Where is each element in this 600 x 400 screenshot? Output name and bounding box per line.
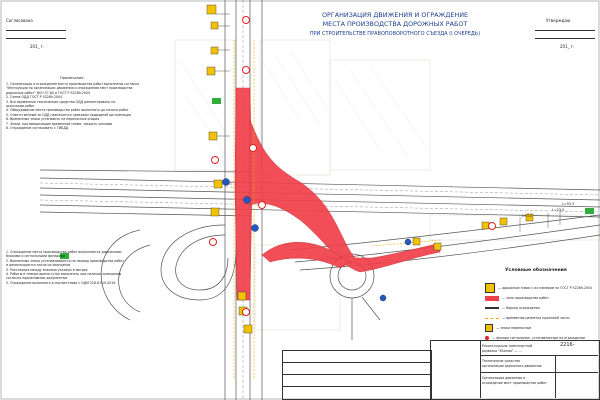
approval-underline-left-2: [6, 38, 66, 39]
title-block-divider-3: [480, 372, 598, 373]
terrain-texture: [179, 49, 429, 166]
work-zone-inner-curve: [261, 241, 353, 269]
legend-label: — барьер ограждения: [502, 306, 540, 310]
note-lower-line: блоками и сигнальными фонарями: [6, 254, 66, 259]
title-block-desc-4: организации дорожного движения: [482, 364, 542, 368]
approval-label-right: Утверждаю: [546, 18, 571, 23]
legend-block: — дорожные знаки с их номером по ГОСТ Р …: [485, 283, 597, 343]
legend-label: — знаки переносные: [496, 326, 532, 330]
legend-swatch: [485, 307, 499, 309]
note-line: 4. Оборудование места производства работ…: [6, 108, 129, 113]
note-line: "Инструкции по организации движения и ог…: [6, 86, 133, 91]
title-block-desc-6: ограждение мест производства работ: [482, 381, 547, 385]
distance-label-2: L=23,0: [552, 208, 565, 212]
legend-label: — фонари сигнальные, установленные на ог…: [492, 336, 585, 340]
legend-item: — фонари сигнальные, установленные на ог…: [485, 333, 597, 343]
approval-underline-left: [6, 30, 66, 31]
title-block-divider-1: [480, 340, 481, 398]
approval-underline-right-2: [535, 38, 595, 39]
revision-table-row-1: [282, 362, 430, 363]
legend-title: Условные обозначения: [505, 268, 567, 273]
legend-label: — зона производства работ: [502, 296, 549, 300]
drawing-title-line2: МЕСТА ПРОИЗВОДСТВА ДОРОЖНЫХ РАБОТ: [322, 20, 468, 28]
legend-swatch: [485, 317, 499, 319]
legend-item: — дорожные знаки с их номером по ГОСТ Р …: [485, 283, 597, 293]
legend-label: — временная разметка проезжей части: [502, 316, 570, 320]
title-block-desc-5: Организация движения и: [482, 376, 526, 380]
road-signs: [60, 4, 594, 334]
note-lower-line: 3. Расстояния между знаками указаны в ме…: [6, 267, 88, 272]
legend-item: — зона производства работ: [485, 293, 597, 303]
legend-swatch: [485, 295, 499, 301]
note-line: 3. Все временные технические средства ОД…: [6, 99, 116, 104]
drawing-title-line1: ОРГАНИЗАЦИЯ ДВИЖЕНИЯ И ОГРАЖДЕНИЕ: [321, 11, 469, 19]
legend-swatch: [485, 324, 493, 332]
road-sign-blue: [222, 178, 412, 302]
cloverleaf-loops: [100, 224, 237, 321]
notes-heading: Примечания: [60, 76, 84, 80]
distance-label-3: L=3,0: [522, 214, 533, 218]
title-block-desc-2: развязки "Южная" — ...: [482, 349, 522, 353]
road-sign-prohibitory: [209, 16, 496, 316]
note-line: окончании работ: [6, 104, 35, 109]
note-lower-line: и демонтируются после их окончания: [6, 263, 71, 268]
notes-lower-block: 1. Ограждение места производства работ в…: [6, 250, 176, 285]
note-line: 8. Ограждение согласовать с ГИБДД: [6, 126, 69, 131]
revision-table: [282, 350, 432, 400]
note-line: 5. Ответственный за ОДД назначается прик…: [6, 112, 131, 117]
legend-swatch: [485, 283, 495, 293]
temporary-markings: [233, 40, 441, 380]
title-block-divider-4: [555, 355, 556, 398]
note-line: 1. Организация и ограждение места произв…: [6, 82, 140, 86]
note-lower-line: согласно нормативным документам: [6, 276, 68, 281]
approval-label-left: Согласовано: [6, 18, 33, 23]
approval-year-right: 201_ г.: [560, 44, 575, 49]
legend-item: — барьер ограждения: [485, 303, 597, 313]
drawing-title-line3: ПРИ СТРОИТЕЛЬСТВЕ ПРАВОПОВОРОТНОГО СЪЕЗД…: [309, 31, 481, 37]
notes-block: 1. Организация и ограждение места произв…: [6, 82, 176, 130]
road-sign-green: [60, 98, 594, 259]
work-zone-vertical: [234, 87, 253, 301]
sign-posts: [215, 13, 232, 185]
title-block-divider-2: [480, 355, 598, 356]
legend-label: — дорожные знаки с их номером по ГОСТ Р …: [498, 286, 593, 290]
note-lower-line: 1. Ограждение места производства работ в…: [6, 250, 122, 254]
note-lower-line: 5. Ограждение выполнять в соответствии с…: [6, 280, 116, 285]
legend-item: — временная разметка проезжей части: [485, 313, 597, 323]
approval-year-left: 201_ г.: [30, 44, 45, 49]
legend-swatch: [485, 336, 489, 340]
legend-item: — знаки переносные: [485, 323, 597, 333]
approval-underline-right: [535, 30, 595, 31]
distance-label-1: L=53,3: [562, 202, 575, 206]
work-zone: [234, 87, 441, 301]
revision-table-row-2: [282, 374, 430, 375]
note-line: 2. Схема ОДД ГОСТ Р 52289-2004: [6, 95, 62, 100]
note-line: 7. Знаки, противоречащие временной схеме…: [6, 121, 113, 126]
dimension-lines: [519, 210, 561, 232]
note-line: дорожных работ" ВСН 37-84 и ГОСТ Р 52289…: [6, 90, 90, 95]
title-block-desc-3: Технические средства: [482, 359, 520, 363]
note-line: 6. Временные знаки установить на перенос…: [6, 117, 100, 122]
title-block-desc-1: Реконструкция транспортной: [482, 344, 533, 348]
revision-table-row-3: [282, 386, 430, 387]
note-lower-line: 2. Временные знаки устанавливаются на пе…: [6, 258, 124, 263]
note-lower-line: 4. Работы в темное время суток выполнять…: [6, 272, 122, 277]
title-block-code: 2216-: [560, 342, 575, 348]
